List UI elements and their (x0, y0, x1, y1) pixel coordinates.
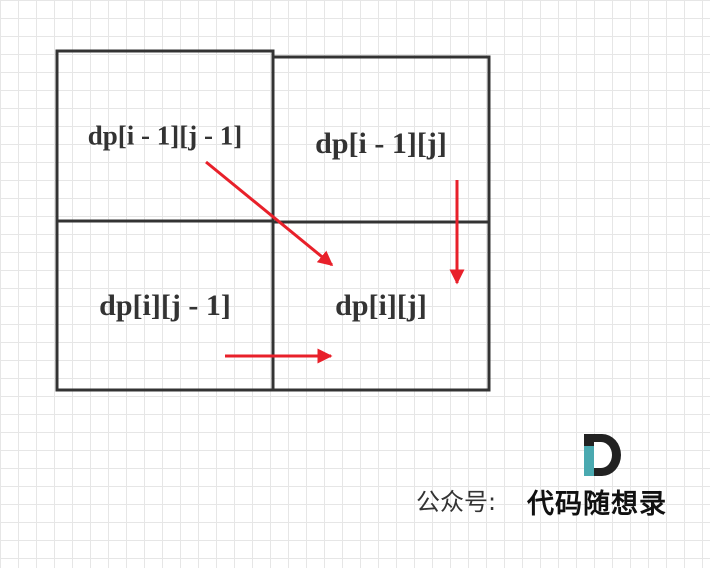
watermark-label: 公众号: (416, 488, 497, 516)
watermark-name: 代码随想录 (527, 489, 667, 520)
d-logo-icon (584, 434, 621, 476)
cell-label-bottom-right: dp[i][j] (335, 289, 427, 322)
cell-label-top-right: dp[i - 1][j] (315, 127, 447, 160)
arrow-diagonal (205, 160, 334, 267)
cell-bottom-right-border (271, 220, 491, 392)
cell-label-top-left: dp[i - 1][j - 1] (87, 120, 243, 151)
cell-label-bottom-left: dp[i][j - 1] (99, 289, 231, 322)
